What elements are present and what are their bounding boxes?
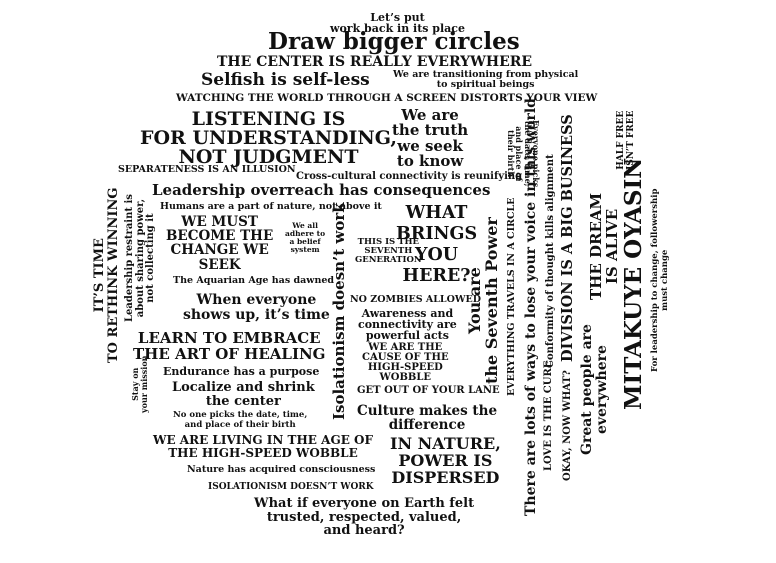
phrase-great-people-everywhere: Great people are everywhere [579,324,610,455]
phrase-division-big-business: DIVISION IS A BIG BUSINESS [559,114,576,362]
phrase-stay-on-mission: Stay on your mission [130,355,149,413]
phrase-learn-to-embrace: LEARN TO EMBRACE THE ART OF HEALING [133,329,326,363]
phrase-leadership-restraint: Leadership restraint is about sharing po… [124,194,156,322]
phrase-watching-screen: WATCHING THE WORLD THROUGH A SCREEN DIST… [176,92,598,104]
phrase-isolationism-caps: ISOLATIONISM DOESN’T WORK [208,482,374,492]
phrase-in-nature-power-dispersed: IN NATURE, POWER IS DISPERSED [390,434,501,487]
phrase-localize-shrink: Localize and shrink the center [172,380,315,409]
phrase-separateness-illusion: SEPARATENESS IS AN ILLUSION [118,164,296,175]
phrase-isolationism-vertical: Isolationism doesn’t work [330,202,348,420]
phrase-lots-of-ways-lose-voice: There are lots of ways to lose your voic… [523,98,539,516]
phrase-aquarian-age: The Aquarian Age has dawned [173,275,335,286]
phrase-center-everywhere: THE CENTER IS REALLY EVERYWHERE [217,54,533,70]
phrase-dream-is-alive: THE DREAM IS ALIVE [587,192,621,300]
phrase-no-zombies: NO ZOMBIES ALLOWED [350,294,482,305]
phrase-draw-bigger-circles: Draw bigger circles [268,28,520,55]
phrase-lets-put-work-back: Let’s put work back in its place [330,11,466,35]
phrase-selfish-selfless: Selfish is self-less [201,70,370,90]
phrase-humans-part-of-nature: Humans are a part of nature, not above i… [160,201,382,212]
phrase-love-is-cure: LOVE IS THE CURE [543,360,554,471]
phrase-rethink-winning: IT’S TIME TO RETHINK WINNING [92,187,121,364]
phrase-get-out-of-lane: GET OUT OF YOUR LANE [357,385,500,396]
phrase-we-all-adhere: We all adhere to a belief system [285,221,326,254]
phrase-mitakuye-oyasin: MITAKUYE OYASIN [620,157,647,410]
phrase-transitioning-spiritual: We are transitioning from physical to sp… [393,69,579,90]
phrase-okay-now-what: OKAY, NOW WHAT? [562,370,573,481]
phrase-we-are-truth: We are the truth we seek to know [392,106,469,170]
phrase-everything-travels-circle: EVERYTHING TRAVELS IN A CIRCLE [506,197,517,396]
phrase-living-age-wobble: WE ARE LIVING IN THE AGE OF THE HIGH-SPE… [153,433,373,460]
phrase-what-brings-you-here: WHAT BRINGS YOU HERE? [396,203,478,286]
phrase-culture-difference: Culture makes the difference [357,403,498,433]
phrase-seventh-generation: THIS IS THE SEVENTH GENERATION [355,237,422,265]
phrase-what-if-everyone: What if everyone on Earth felt trusted, … [254,496,475,539]
phrase-cross-cultural: Cross-cultural connectivity is reunifyin… [296,171,523,182]
phrase-cause-of-wobble: WE ARE THE CAUSE OF THE HIGH-SPEED WOBBL… [362,342,449,383]
phrase-when-everyone-shows-up: When everyone shows up, it’s time [183,292,330,323]
phrase-awareness-connectivity: Awareness and connectivity are powerful … [358,307,457,342]
phrase-nature-consciousness: Nature has acquired consciousness [187,464,376,475]
phrase-we-must-become-change: WE MUST BECOME THE CHANGE WE SEEK [166,214,274,273]
phrase-listening-understanding: LISTENING IS FOR UNDERSTANDING, NOT JUDG… [140,108,397,168]
phrase-endurance-purpose: Endurance has a purpose [163,365,320,378]
phrase-conformity-of-thought: Conformity of thought kills alignment [545,154,556,368]
phrase-no-one-picks: No one picks the date, time, and place o… [173,410,308,430]
phrase-leadership-overreach: Leadership overreach has consequences [152,181,491,199]
phrase-for-leadership-followership: For leadership to change, followership m… [650,188,670,372]
